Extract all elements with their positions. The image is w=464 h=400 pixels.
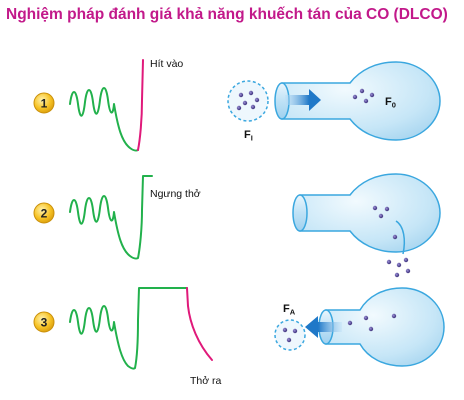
step-3-badge: 3	[33, 311, 55, 333]
page-title: Nghiệm pháp đánh giá khả năng khuếch tán…	[6, 6, 448, 23]
step-3-breathing-trace	[69, 287, 188, 370]
step-2: 2 Ngưng thở	[33, 173, 441, 278]
step-1: 1 Hít vào FI F0	[33, 58, 441, 152]
step-2-badge: 2	[33, 202, 55, 224]
fi-label-1: FI	[244, 129, 253, 143]
inspired-gas-cloud	[227, 80, 269, 122]
lung-balloon-2	[292, 173, 441, 255]
step-1-badge: 1	[33, 92, 55, 114]
lung-balloon-1	[274, 61, 441, 141]
alveolar-gas-cloud	[274, 319, 306, 351]
step-3: 3 Thở ra FA	[33, 287, 445, 387]
step-1-inspiration-trace	[137, 59, 144, 151]
fa-label: FA	[283, 303, 296, 317]
step-1-breathing-trace	[69, 87, 139, 152]
step-3-number: 3	[41, 316, 48, 330]
step-2-breathing-trace	[69, 175, 153, 260]
step-3-label: Thở ra	[190, 375, 222, 387]
step-3-expiration-trace	[186, 287, 213, 361]
step-1-label: Hít vào	[150, 58, 183, 70]
diffusing-particles	[386, 257, 411, 278]
step-2-label: Ngưng thở	[150, 188, 201, 200]
f0-label: F0	[385, 96, 396, 110]
inspiration-arrow	[285, 89, 321, 111]
step-2-number: 2	[41, 207, 48, 221]
expiration-arrow	[305, 316, 342, 338]
step-1-number: 1	[41, 97, 48, 111]
